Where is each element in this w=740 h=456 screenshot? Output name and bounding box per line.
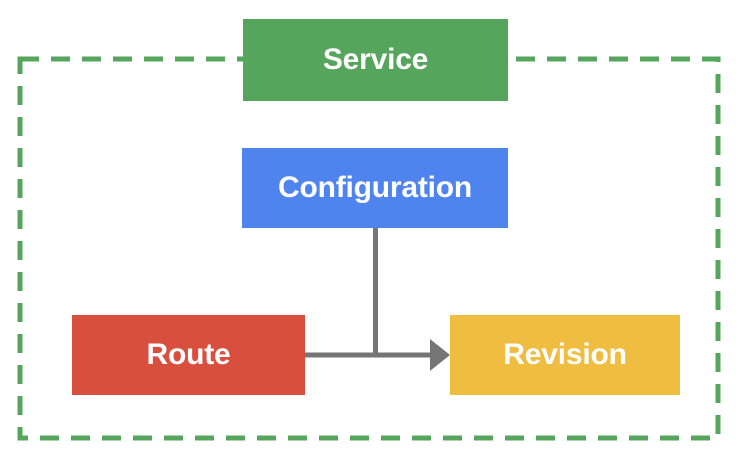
node-route[interactable]: Route: [72, 315, 305, 395]
connector-arrowhead-icon: [430, 339, 450, 371]
node-configuration[interactable]: Configuration: [242, 148, 508, 228]
node-service[interactable]: Service: [243, 19, 508, 101]
node-service-label: Service: [322, 43, 429, 76]
node-revision[interactable]: Revision: [450, 315, 680, 395]
node-configuration-label: Configuration: [277, 171, 473, 204]
node-revision-label: Revision: [503, 338, 627, 371]
node-route-label: Route: [146, 338, 231, 371]
